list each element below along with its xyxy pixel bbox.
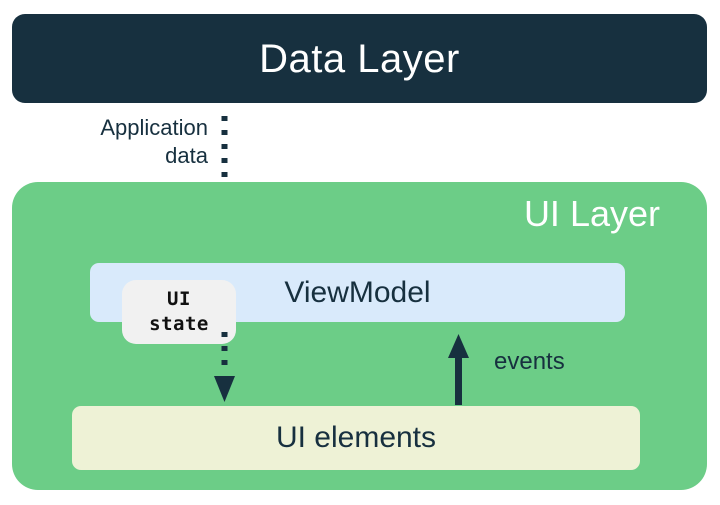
ui-state-chip: UI state <box>122 280 236 344</box>
data-layer-title: Data Layer <box>259 36 460 81</box>
events-label: events <box>494 348 565 375</box>
viewmodel-title: ViewModel <box>284 275 431 309</box>
ui-state-chip-line2: state <box>149 313 209 335</box>
data-layer-box: Data Layer <box>12 14 707 103</box>
application-data-label: Application data <box>60 114 208 170</box>
ui-elements-box: UI elements <box>72 406 640 470</box>
ui-layer-title: UI Layer <box>523 193 660 234</box>
ui-state-arrow-icon <box>214 332 235 402</box>
events-arrow-icon <box>448 334 469 405</box>
ui-elements-title: UI elements <box>275 421 437 454</box>
ui-state-chip-line1: UI <box>167 287 191 310</box>
application-data-label-line1: Application <box>100 115 208 140</box>
application-data-label-line2: data <box>165 143 208 169</box>
